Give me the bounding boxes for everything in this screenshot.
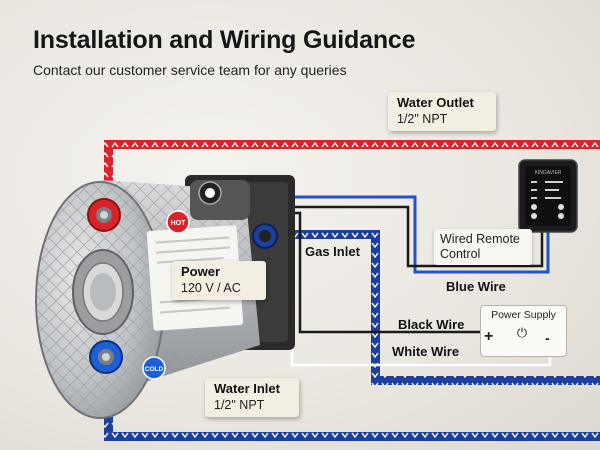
- wired-remote-callout: Wired Remote Control: [434, 229, 532, 265]
- blue-wire-label: Blue Wire: [446, 279, 506, 294]
- water-outlet-title: Water Outlet: [397, 95, 474, 110]
- wired-remote-line2: Control: [440, 247, 481, 261]
- white-wire-label: White Wire: [392, 344, 460, 359]
- power-spec: 120 V / AC: [181, 281, 241, 295]
- power-supply-title: Power Supply: [491, 309, 556, 321]
- page-title: Installation and Wiring Guidance: [33, 26, 416, 54]
- blue-wire: [255, 195, 550, 274]
- power-supply-box: Power Supply ⏻: [480, 305, 567, 357]
- cold-badge-label: COLD: [145, 366, 164, 373]
- water-outlet-spec: 1/2" NPT: [397, 112, 448, 126]
- water-inlet-spec: 1/2" NPT: [214, 398, 265, 412]
- negative-terminal: -: [545, 330, 550, 346]
- wired-remote-line1: Wired Remote: [440, 232, 520, 246]
- water-inlet-callout: Water Inlet 1/2" NPT: [205, 378, 299, 417]
- remote-brand: KINGAVIER: [535, 170, 562, 176]
- hot-badge-label: HOT: [171, 220, 187, 227]
- water-outlet-callout: Water Outlet 1/2" NPT: [388, 92, 496, 131]
- positive-terminal: +: [484, 328, 494, 345]
- hot-water-line: [104, 140, 600, 212]
- gas-line: [280, 230, 600, 385]
- wired-remote-control: KINGAVIER: [518, 159, 578, 233]
- water-inlet-title: Water Inlet: [214, 381, 280, 396]
- power-callout: Power 120 V / AC: [172, 261, 266, 300]
- page-subtitle: Contact our customer service team for an…: [33, 62, 347, 78]
- gas-inlet-label: Gas Inlet: [305, 244, 360, 259]
- hot-badge: HOT: [166, 210, 190, 234]
- black-wire-label: Black Wire: [398, 317, 465, 332]
- power-icon: ⏻: [516, 325, 528, 340]
- cold-badge: COLD: [142, 356, 166, 380]
- power-title: Power: [181, 264, 221, 279]
